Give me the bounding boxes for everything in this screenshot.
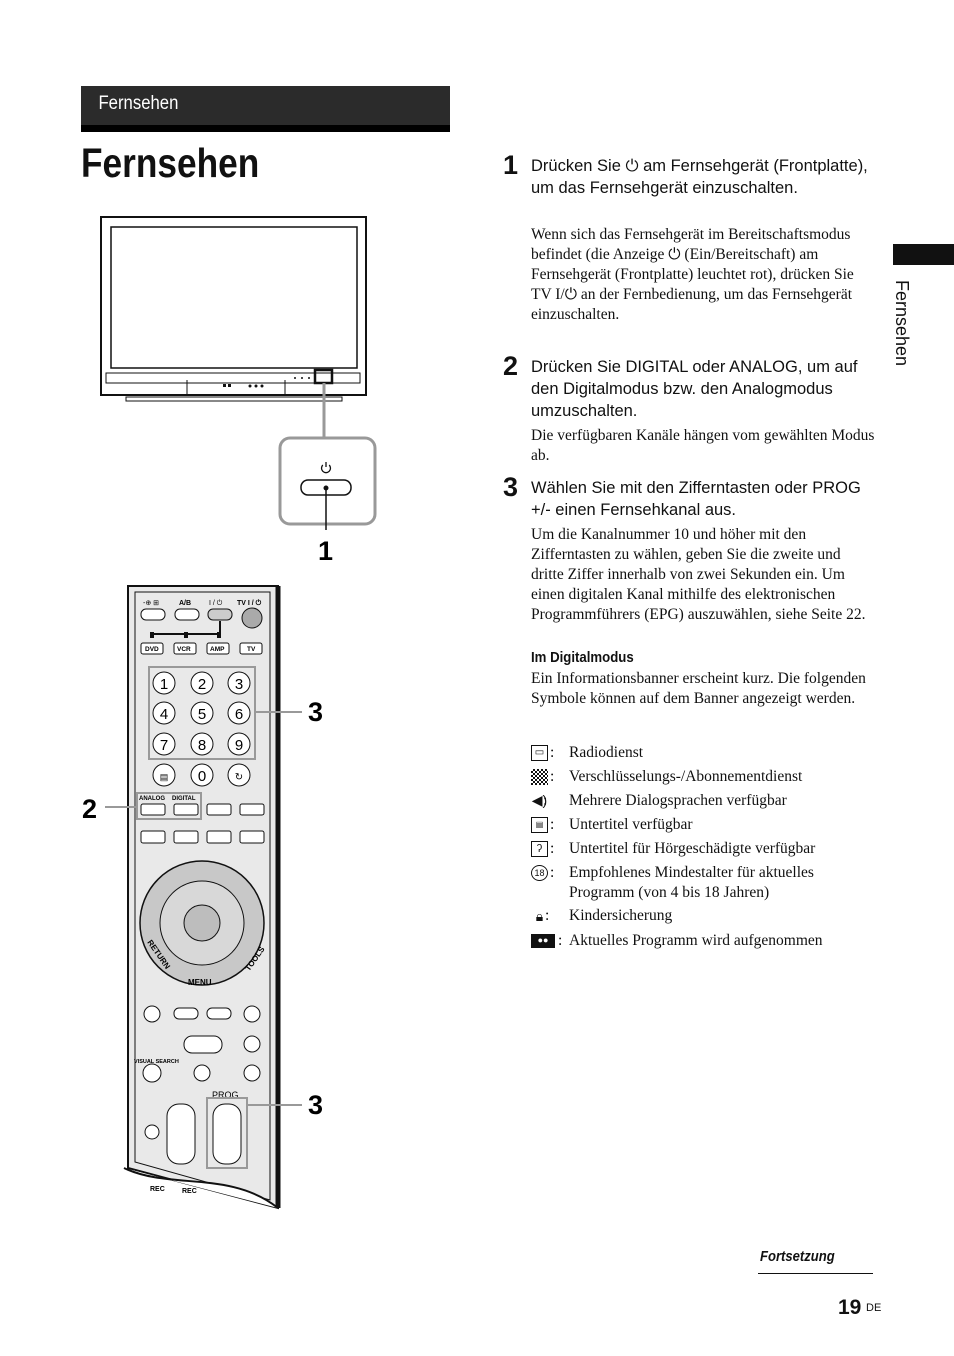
side-tab-marker — [893, 244, 954, 265]
amp-label: AMP — [210, 646, 225, 653]
radio-icon: ▭ — [531, 745, 548, 761]
section-banner: Fernsehen — [81, 86, 450, 132]
symbol-label-lock: Kindersicherung — [569, 907, 673, 924]
analog-label: ANALOG — [139, 796, 165, 802]
age-rating-icon: 18 — [531, 865, 548, 881]
key-6: 6 — [235, 706, 243, 723]
step-2-number: 2 — [503, 351, 519, 381]
tv-label: TV — [247, 646, 256, 653]
key-8: 8 — [198, 737, 206, 754]
power-label: I / ⏻ — [209, 599, 223, 607]
callout-1: 1 — [318, 536, 333, 566]
menu-label: MENU — [188, 978, 212, 987]
symbol-label-recording: Aktuelles Programm wird aufgenommen — [569, 932, 823, 949]
symbol-label-hearing: Untertitel für Hörgeschädigte verfügbar — [569, 840, 816, 857]
symbol-label-radio: Radiodienst — [569, 744, 644, 761]
key-0: 0 — [198, 768, 206, 785]
continued-rule — [758, 1273, 873, 1274]
symbol-label-age: Empfohlenes Mindestalter für aktuelles P… — [569, 864, 814, 901]
rec-label-2: REC — [182, 1188, 197, 1195]
callout-3-bottom: 3 — [308, 1090, 323, 1120]
tv-remote-illustration: 1 REC REC -⊕ ⊞ A/B I / ⏻ TV I / ⏻ DVD VC… — [82, 216, 377, 1210]
key-2: 2 — [198, 676, 206, 693]
ab-label: A/B — [179, 600, 191, 607]
callout-3-top: 3 — [308, 697, 323, 727]
rec-label: REC — [150, 1186, 165, 1193]
page-language: DE — [866, 1302, 882, 1314]
step-3-body: Um die Kanalnummer 10 und höher mit den … — [531, 526, 866, 623]
digital-label: DIGITAL — [172, 796, 196, 802]
digital-mode-heading: Im Digitalmodus — [531, 649, 634, 666]
svg-text:▤: ▤ — [160, 772, 169, 782]
recording-icon: ●● — [531, 934, 555, 948]
key-1: 1 — [160, 676, 168, 693]
subtitle-icon: ▤ — [531, 817, 548, 833]
key-7: 7 — [160, 737, 168, 754]
digital-mode-body: Ein Informationsbanner erscheint kurz. D… — [531, 670, 866, 707]
key-9: 9 — [235, 737, 243, 754]
key-5: 5 — [198, 706, 206, 723]
vcr-label: VCR — [177, 646, 191, 653]
svg-text:↻: ↻ — [235, 772, 243, 783]
step-3-number: 3 — [503, 472, 519, 502]
hearing-subtitle-icon: ʔ — [531, 841, 548, 857]
continued-label: Fortsetzung — [760, 1249, 835, 1265]
side-tab-label-wrap: Fernsehen — [882, 280, 926, 380]
input-label: -⊕ ⊞ — [143, 600, 159, 607]
step-1-heading: Drücken Sie ⏻ am Fernsehgerät (Frontplat… — [531, 157, 868, 197]
prog-label: PROG — [212, 1090, 239, 1100]
section-banner-label: Fernsehen — [98, 93, 179, 114]
dvd-label: DVD — [145, 646, 159, 653]
side-tab-label: Fernsehen — [892, 280, 912, 367]
page-number: 19 — [838, 1296, 862, 1319]
key-3: 3 — [235, 676, 243, 693]
visual-search-label: VISUAL SEARCH — [134, 1059, 179, 1065]
multi-audio-icon: ◀) — [531, 792, 548, 808]
symbol-label-subtitle: Untertitel verfügbar — [569, 816, 693, 833]
page-title: Fernsehen — [81, 140, 260, 186]
tv-power-label: TV I / ⏻ — [237, 599, 262, 607]
step-3-heading: Wählen Sie mit den Zifferntasten oder PR… — [531, 479, 861, 519]
scrambled-icon — [531, 769, 548, 785]
key-4: 4 — [160, 706, 168, 723]
callout-2: 2 — [82, 794, 97, 824]
step-2-body: Die verfügbaren Kanäle hängen vom gewähl… — [531, 427, 875, 464]
step-1-body: Wenn sich das Fernsehgerät im Bereitscha… — [531, 226, 854, 323]
lock-icon: 🔒︎ — [535, 908, 544, 924]
remote-control-icon: REC REC -⊕ ⊞ A/B I / ⏻ TV I / ⏻ DVD VCR … — [82, 585, 323, 1210]
step-2-heading: Drücken Sie DIGITAL oder ANALOG, um auf … — [531, 358, 858, 420]
tv-set-icon — [100, 216, 377, 530]
step-1-number: 1 — [503, 150, 519, 180]
symbol-label-scrambled: Verschlüsselungs-/Abonnementdienst — [569, 768, 803, 785]
symbol-label-multi-audio: Mehrere Dialogsprachen verfügbar — [569, 792, 787, 809]
